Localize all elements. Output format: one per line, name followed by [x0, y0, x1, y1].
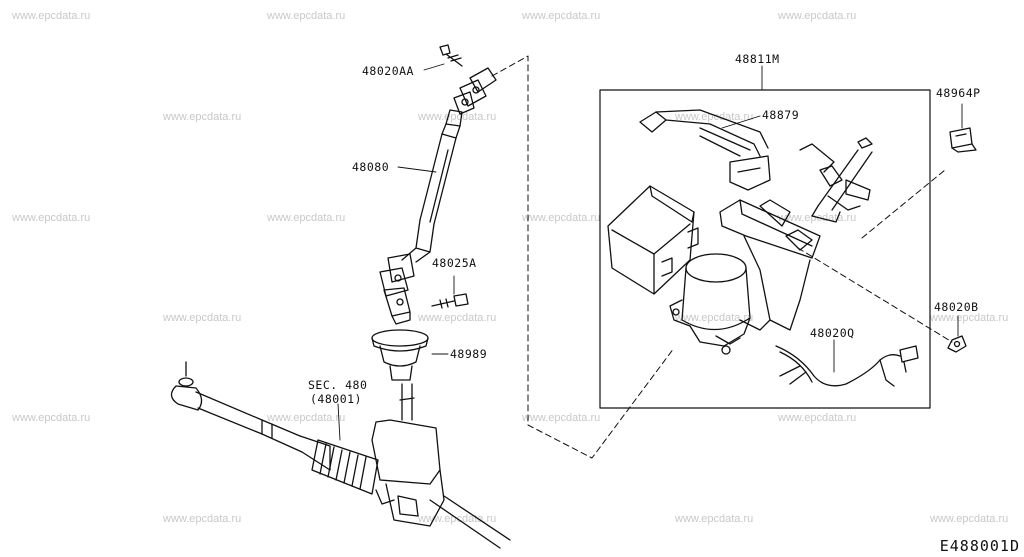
wire-harness-48020q	[775, 345, 919, 387]
watermark: www.epcdata.ru	[12, 10, 91, 22]
control-unit	[607, 185, 699, 295]
watermark: www.epcdata.ru	[675, 513, 754, 525]
watermark: www.epcdata.ru	[675, 312, 754, 324]
watermark: www.epcdata.ru	[163, 111, 242, 123]
watermark: www.epcdata.ru	[930, 312, 1009, 324]
label-48964p: 48964P	[936, 86, 981, 100]
pinion-shaft	[399, 383, 415, 421]
watermark: www.epcdata.ru	[418, 312, 497, 324]
watermark: www.epcdata.ru	[778, 10, 857, 22]
watermark: www.epcdata.ru	[675, 111, 754, 123]
watermark: www.epcdata.ru	[12, 212, 91, 224]
detail-frame	[599, 89, 931, 409]
intermediate-shaft-48080	[401, 133, 457, 263]
nut-48020b	[947, 335, 967, 353]
lower-universal-joint	[379, 253, 415, 325]
label-48879: 48879	[762, 108, 800, 122]
boot-48989	[371, 329, 429, 381]
watermark: www.epcdata.ru	[522, 212, 601, 224]
steering-rack-assembly	[170, 361, 511, 549]
label-48811m: 48811M	[735, 52, 780, 66]
label-48989: 48989	[450, 347, 488, 361]
diagram-code: E488001D	[939, 537, 1020, 555]
clip-48964p	[949, 127, 977, 153]
watermark: www.epcdata.ru	[522, 412, 601, 424]
label-48080: 48080	[352, 160, 390, 174]
bolt-48025a	[431, 293, 469, 309]
leader-lines	[337, 63, 963, 441]
label-sec-480: SEC. 480	[308, 378, 368, 392]
watermark: www.epcdata.ru	[418, 111, 497, 123]
label-48001: (48001)	[310, 392, 362, 406]
watermark: www.epcdata.ru	[930, 513, 1009, 525]
label-48020q: 48020Q	[810, 326, 855, 340]
watermark: www.epcdata.ru	[522, 10, 601, 22]
dashed-leader-lines	[491, 55, 953, 459]
watermark: www.epcdata.ru	[267, 412, 346, 424]
watermark: www.epcdata.ru	[163, 513, 242, 525]
watermark: www.epcdata.ru	[163, 312, 242, 324]
bolt-48020aa	[439, 44, 463, 67]
label-48020aa: 48020AA	[362, 64, 414, 78]
watermark: www.epcdata.ru	[267, 10, 346, 22]
eps-motor	[669, 253, 751, 355]
label-48020b: 48020B	[934, 300, 979, 314]
watermark: www.epcdata.ru	[267, 212, 346, 224]
watermark: www.epcdata.ru	[778, 412, 857, 424]
bracket-48879	[639, 109, 771, 191]
watermark: www.epcdata.ru	[12, 412, 91, 424]
steering-column-48811m	[719, 137, 873, 331]
upper-universal-joint	[441, 67, 497, 139]
label-48025a: 48025A	[432, 256, 477, 270]
